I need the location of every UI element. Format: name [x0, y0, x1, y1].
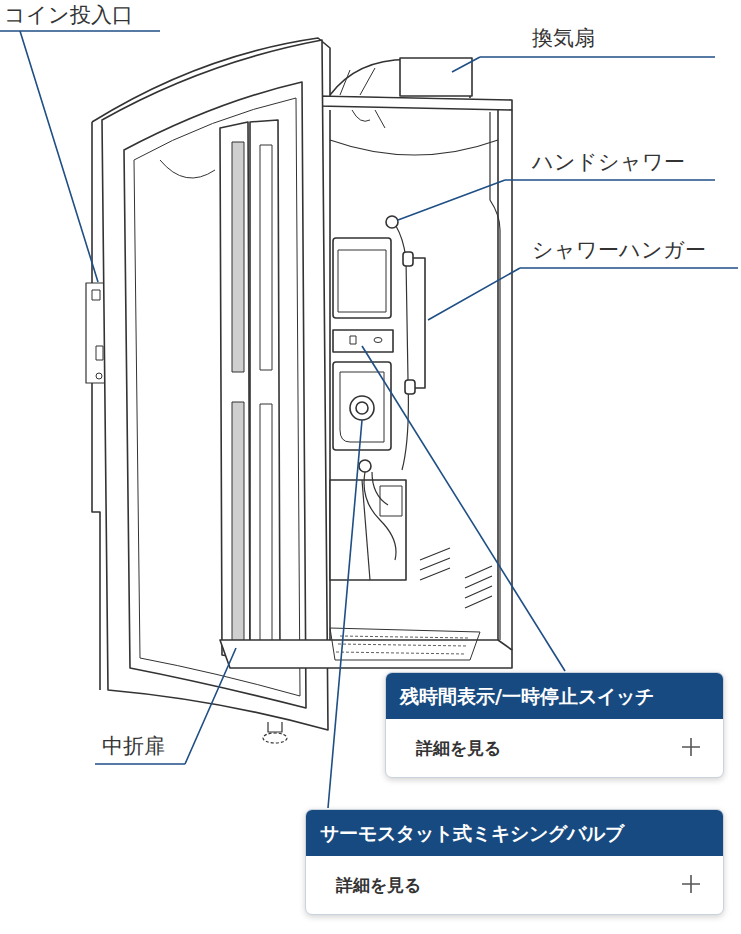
plus-icon — [681, 874, 701, 894]
card-heading: サーモスタット式ミキシングバルブ — [306, 810, 723, 856]
card-link: 詳細を見る — [386, 719, 723, 777]
callout-card: サーモスタット式ミキシングバルブ詳細を見る — [305, 809, 724, 915]
part-label: 中折扉 — [100, 732, 167, 760]
callout-card: 残時間表示/一時停止スイッチ詳細を見る — [385, 672, 724, 778]
card-link: 詳細を見る — [306, 856, 723, 914]
part-label: ハンドシャワー — [530, 148, 687, 176]
part-label: シャワーハンガー — [530, 236, 708, 264]
part-label: 換気扇 — [530, 24, 597, 52]
card-heading: 残時間表示/一時停止スイッチ — [386, 673, 723, 719]
plus-icon — [681, 737, 701, 757]
part-label: コイン投入口 — [2, 1, 135, 29]
